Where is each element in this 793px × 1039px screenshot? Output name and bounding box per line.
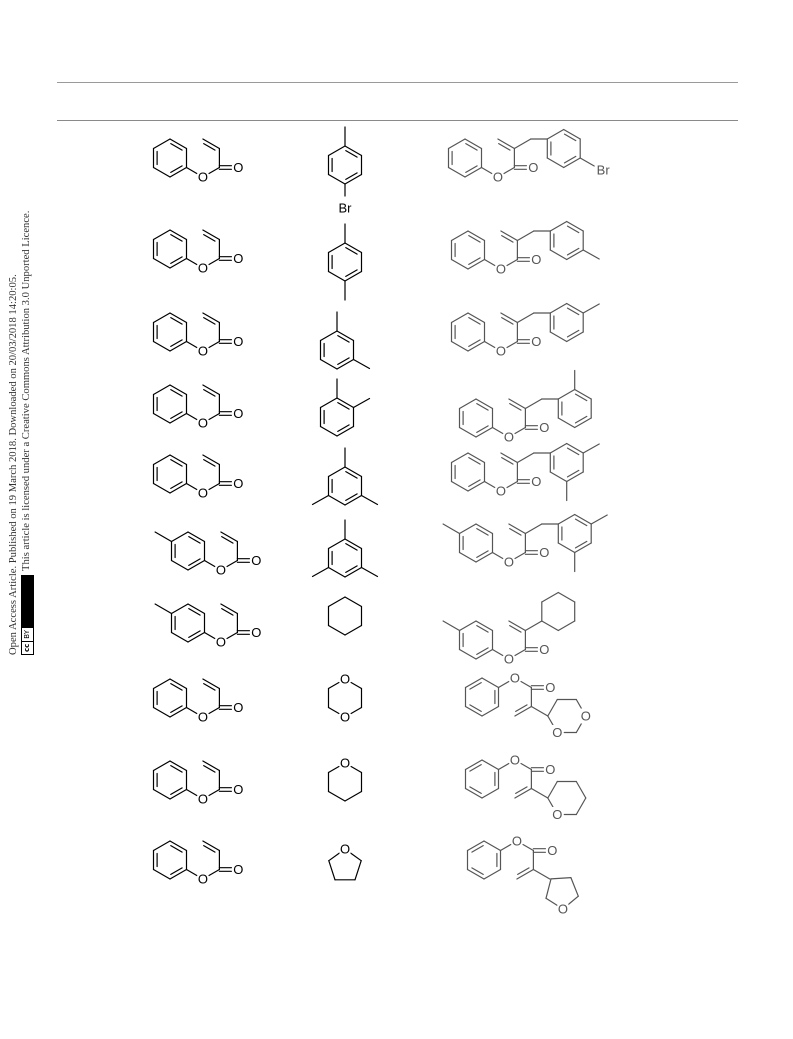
svg-text:O: O	[233, 862, 243, 877]
svg-text:O: O	[558, 902, 568, 917]
reagent-structure-6	[311, 519, 379, 578]
svg-text:O: O	[510, 753, 520, 768]
substrate-structure-3: OO	[152, 312, 244, 359]
reagent-structure-9: O	[327, 755, 363, 802]
substrate-structure-4: OO	[152, 384, 244, 431]
svg-text:O: O	[531, 334, 541, 349]
svg-text:O: O	[198, 261, 208, 276]
substrate-structure-9: OO	[152, 760, 244, 807]
svg-text:O: O	[198, 486, 208, 501]
svg-text:O: O	[552, 807, 562, 822]
product-structure-9: O O O	[464, 752, 587, 822]
svg-text:O: O	[198, 416, 208, 431]
svg-text:O: O	[493, 170, 503, 185]
svg-text:O: O	[233, 782, 243, 797]
reagent-structure-10: O	[328, 841, 362, 881]
svg-text:O: O	[510, 671, 520, 686]
svg-text:O: O	[233, 334, 243, 349]
substrate-structure-1: OO	[152, 138, 244, 185]
product-structure-10: O O O	[466, 833, 579, 917]
svg-text:O: O	[552, 725, 562, 740]
product-structure-4: OO	[458, 369, 592, 445]
reagent-structure-1: Br	[327, 126, 363, 216]
substrate-structure-2: OO	[152, 229, 244, 276]
svg-text:O: O	[581, 709, 591, 724]
svg-text:O: O	[251, 553, 261, 568]
product-structure-8: O O O O	[464, 670, 592, 740]
svg-text:O: O	[340, 756, 350, 771]
substrate-structure-7: OO	[154, 603, 262, 650]
svg-text:O: O	[198, 872, 208, 887]
product-structure-6: OO	[442, 513, 608, 573]
substrate-structure-6: OO	[154, 531, 262, 578]
product-structure-2: OO	[450, 220, 600, 277]
reagent-structure-5	[311, 447, 379, 506]
reagent-structure-8: OO	[327, 671, 363, 725]
svg-text:O: O	[251, 625, 261, 640]
product-structure-5: OO	[450, 442, 600, 502]
table-top-rule	[57, 82, 738, 83]
svg-text:O: O	[496, 262, 506, 277]
reagent-structure-2	[327, 223, 363, 301]
svg-text:O: O	[496, 484, 506, 499]
svg-text:O: O	[198, 344, 208, 359]
svg-text:O: O	[340, 672, 350, 687]
svg-text:O: O	[233, 700, 243, 715]
svg-text:O: O	[340, 710, 350, 725]
reagent-structure-4	[319, 378, 371, 437]
svg-text:Br: Br	[597, 163, 611, 178]
substrate-structure-10: OO	[152, 840, 244, 887]
svg-text:O: O	[504, 555, 514, 570]
product-structure-7: OO	[442, 591, 576, 667]
svg-text:O: O	[340, 842, 350, 857]
svg-text:O: O	[504, 652, 514, 667]
substrate-structure-5: OO	[152, 454, 244, 501]
svg-text:O: O	[198, 710, 208, 725]
svg-text:O: O	[545, 680, 555, 695]
svg-text:O: O	[539, 420, 549, 435]
svg-text:O: O	[539, 545, 549, 560]
substrate-structure-8: OO	[152, 678, 244, 725]
svg-text:O: O	[233, 476, 243, 491]
svg-text:O: O	[233, 251, 243, 266]
svg-text:Br: Br	[339, 201, 353, 216]
svg-text:O: O	[504, 430, 514, 445]
svg-text:O: O	[216, 563, 226, 578]
svg-text:O: O	[528, 160, 538, 175]
svg-text:O: O	[539, 642, 549, 657]
svg-text:O: O	[198, 792, 208, 807]
table-header-rule	[57, 120, 738, 121]
svg-text:O: O	[531, 474, 541, 489]
svg-text:O: O	[512, 834, 522, 849]
svg-text:O: O	[531, 252, 541, 267]
svg-text:O: O	[547, 843, 557, 858]
svg-text:O: O	[233, 406, 243, 421]
svg-text:O: O	[198, 170, 208, 185]
reagent-structure-7	[327, 596, 363, 636]
svg-text:O: O	[496, 344, 506, 359]
product-structure-3: OO	[450, 302, 600, 359]
reagent-structure-3	[319, 311, 371, 370]
svg-text:O: O	[545, 762, 555, 777]
svg-text:O: O	[233, 160, 243, 175]
product-structure-1: O O Br	[447, 128, 611, 185]
svg-text:O: O	[216, 635, 226, 650]
